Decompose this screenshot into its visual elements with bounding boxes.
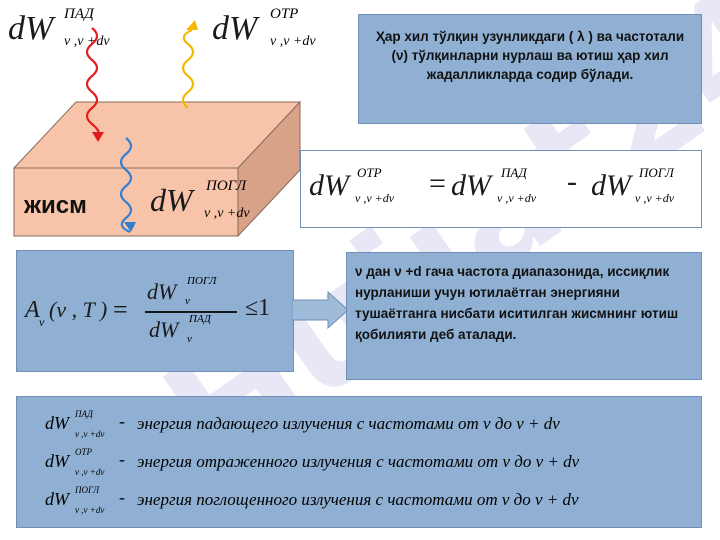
legend-dash: - <box>119 411 125 431</box>
numerator-sub: ν <box>185 295 190 307</box>
symbol-sub: ν ,ν +dν <box>270 34 316 49</box>
legend-text: энергия падающего излучения с частотами … <box>137 414 560 433</box>
info-box-text: Ҳар хил тўлқин узунликдаги ( λ ) ва част… <box>375 29 685 82</box>
symbol-sup: ПАД <box>64 6 94 22</box>
legend-sup: ПОГЛ <box>75 485 100 495</box>
body-label: жисм <box>24 192 87 219</box>
symbol-sup: ОТР <box>270 6 299 22</box>
formula-lhs-sub: ν <box>39 315 45 329</box>
eq-rhs-sub: ν ,ν +dν <box>635 191 675 205</box>
legend-row-absorbed: dW ПОГЛ ν ,ν +dν - энергия поглощенного … <box>45 483 705 517</box>
legend-text: энергия поглощенного излучения с частота… <box>137 490 579 509</box>
eq-minus: - <box>567 165 577 198</box>
formula-lhs: A <box>25 297 40 323</box>
definition-text: ν дан ν +d гача частота диапазонида, исс… <box>355 264 679 342</box>
symbol-main: dW <box>150 182 193 218</box>
info-box: Ҳар хил тўлқин узунликдаги ( λ ) ва част… <box>358 14 702 124</box>
legend-box: dW ПАД ν ,ν +dν - энергия падающего излу… <box>16 396 702 528</box>
symbol-sub: ν ,ν +dν <box>204 206 250 221</box>
body-diagram <box>12 20 302 238</box>
eq-mid-sup: ПАД <box>501 165 527 180</box>
legend-symbol: dW <box>45 413 69 433</box>
formula-args: (ν , T ) <box>49 297 108 322</box>
numerator-sup: ПОГЛ <box>187 275 217 287</box>
eq-mid-sub: ν ,ν +dν <box>497 191 537 205</box>
numerator-main: dW <box>147 279 177 304</box>
eq-equals: = <box>429 167 446 200</box>
incident-arrow-head <box>92 132 104 142</box>
eq-rhs-main: dW <box>591 169 631 202</box>
legend-row-reflected: dW ОТР ν ,ν +dν - энергия отраженного из… <box>45 445 705 479</box>
symbol-main: dW <box>8 10 54 47</box>
legend-sub: ν ,ν +dν <box>75 429 105 439</box>
denominator-sup: ПАД <box>189 313 211 325</box>
eq-lhs-sub: ν ,ν +dν <box>355 191 395 205</box>
absorbed-arrow-head <box>124 222 136 232</box>
legend-sup: ОТР <box>75 447 93 457</box>
legend-sub: ν ,ν +dν <box>75 467 105 477</box>
eq-rhs-sup: ПОГЛ <box>639 165 674 180</box>
eq-lhs-sup: ОТР <box>357 165 382 180</box>
legend-text: энергия отраженного излучения с частотам… <box>137 452 580 471</box>
symbol-sup: ПОГЛ <box>206 178 247 194</box>
eq-lhs-main: dW <box>309 169 349 202</box>
denominator-main: dW <box>149 317 179 342</box>
legend-symbol: dW <box>45 451 69 471</box>
symbol-main: dW <box>212 10 258 47</box>
legend-sub: ν ,ν +dν <box>75 505 105 515</box>
definition-box: ν дан ν +d гача частота диапазонида, исс… <box>346 252 702 380</box>
formula-inequality: ≤1 <box>245 295 271 321</box>
eq-mid-main: dW <box>451 169 491 202</box>
connector-arrow <box>292 290 349 330</box>
incident-wave <box>85 27 101 139</box>
formula-equals: = <box>113 295 128 324</box>
legend-row-incident: dW ПАД ν ,ν +dν - энергия падающего излу… <box>45 407 705 441</box>
absorbed-wave <box>119 137 133 234</box>
reflected-wave <box>181 28 195 109</box>
fraction-bar <box>145 311 237 313</box>
reflected-arrow-head <box>186 20 198 30</box>
symbol-sub: ν ,ν +dν <box>64 34 110 49</box>
legend-dash: - <box>119 487 125 507</box>
legend-symbol: dW <box>45 489 69 509</box>
legend-dash: - <box>119 449 125 469</box>
legend-sup: ПАД <box>75 409 93 419</box>
absorption-formula-box: A ν (ν , T ) = dW ПОГЛ ν dW ПАД ν ≤1 <box>16 250 294 372</box>
energy-balance-equation: dW ОТР ν ,ν +dν = dW ПАД ν ,ν +dν - dW П… <box>300 150 702 228</box>
denominator-sub: ν <box>187 333 192 345</box>
